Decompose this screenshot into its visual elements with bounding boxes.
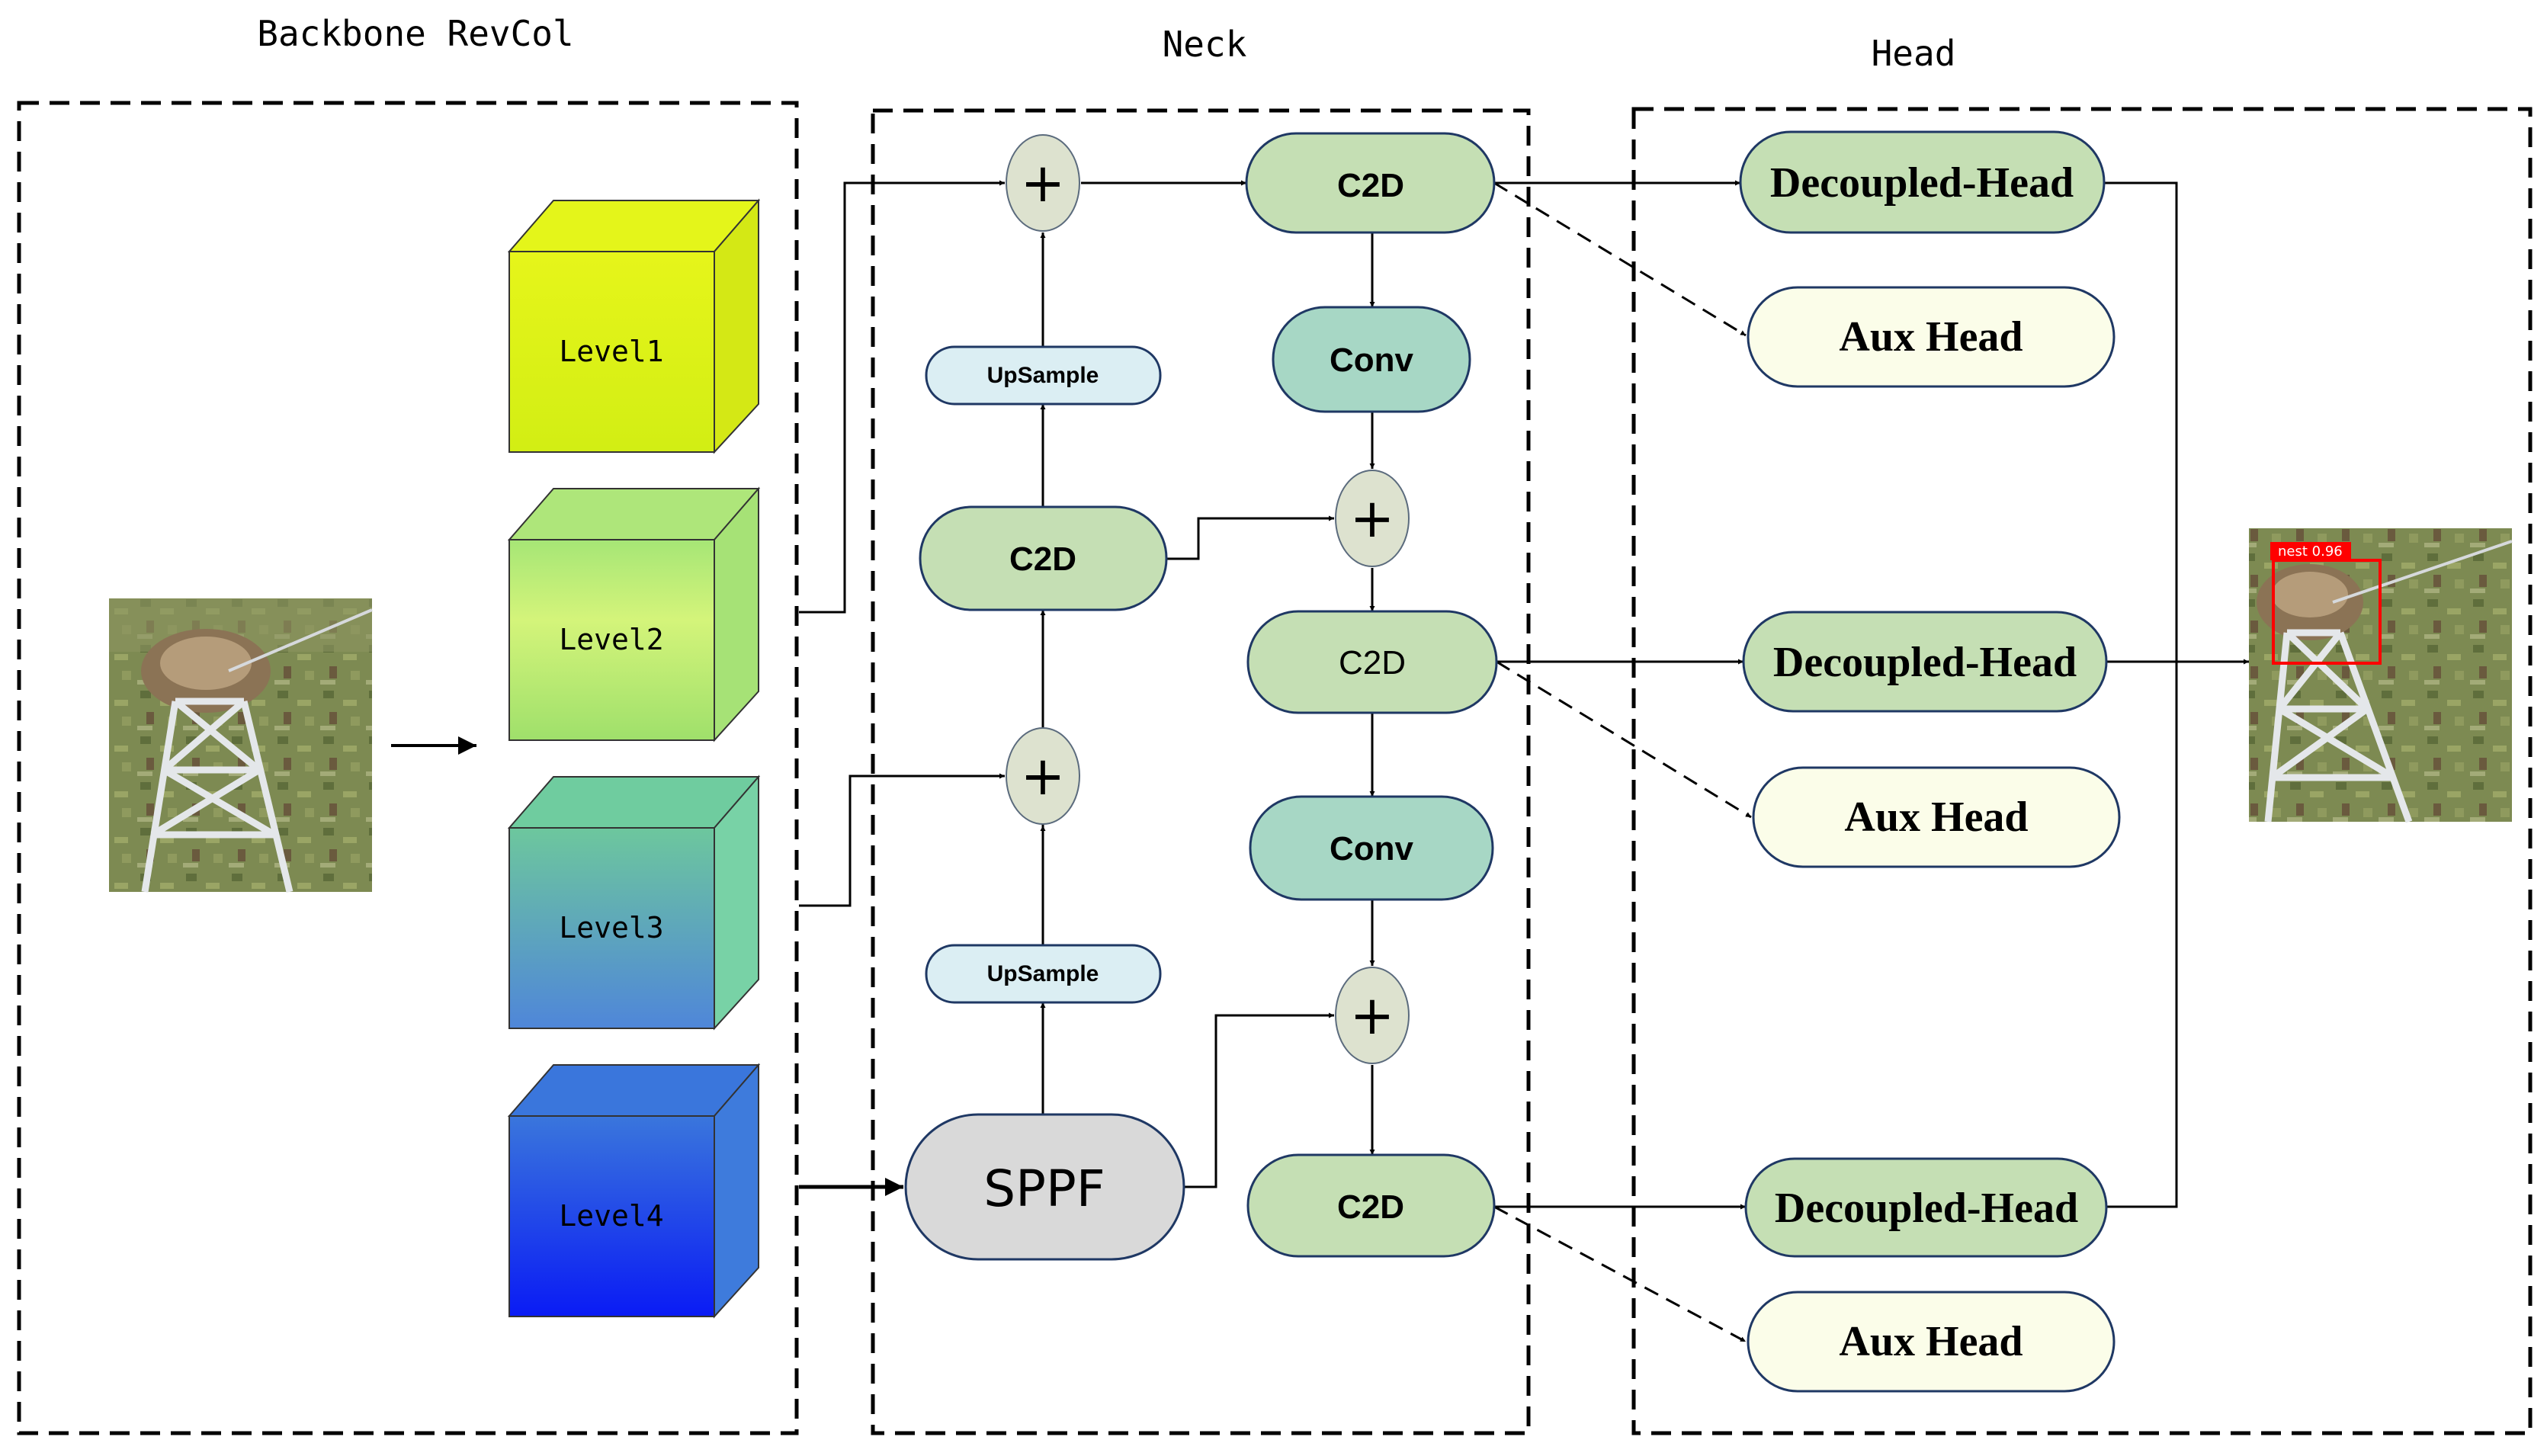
svg-text:+: + bbox=[1021, 152, 1066, 214]
detection-label-bg bbox=[2270, 542, 2351, 560]
line-decoupled1-to-output bbox=[2104, 181, 2178, 1208]
decoupled-head-1: Decoupled-Head bbox=[1739, 130, 2106, 234]
c2d-node-top: C2D bbox=[1245, 132, 1496, 234]
c2d-node-bottom: C2D bbox=[1246, 1153, 1496, 1258]
neck-title: Neck bbox=[1163, 24, 1247, 65]
svg-text:+: + bbox=[1021, 745, 1066, 807]
plus-node-1: + bbox=[1006, 134, 1080, 232]
c2d-node-left: C2D bbox=[919, 505, 1168, 611]
head-frame bbox=[1631, 107, 2533, 1435]
aux-head-1: Aux Head bbox=[1747, 286, 2116, 388]
c2d-node-mid: C2D bbox=[1246, 610, 1498, 714]
level1-cube: Level1 bbox=[507, 198, 761, 454]
c2d-label-top: C2D bbox=[1337, 167, 1404, 204]
neck-frame bbox=[871, 108, 1531, 1435]
level3-cube: Level3 bbox=[507, 775, 761, 1031]
conv-node-2: Conv bbox=[1249, 795, 1494, 901]
output-image: nest 0.96 bbox=[2249, 528, 2513, 823]
plus-node-3: + bbox=[1335, 470, 1410, 567]
arrow-level2-to-plus1 bbox=[799, 180, 1005, 614]
sppf-node: SPPF bbox=[904, 1113, 1185, 1261]
level4-cube: Level4 bbox=[507, 1063, 761, 1319]
upsample-label-1: UpSample bbox=[987, 363, 1099, 388]
sppf-label: SPPF bbox=[983, 1159, 1105, 1218]
backbone-title: Backbone RevCol bbox=[257, 13, 573, 54]
conv-node-1: Conv bbox=[1272, 306, 1471, 413]
arrow-c2d-bottom-to-aux3 bbox=[1493, 1205, 1747, 1343]
arrow-sppf-to-plus4 bbox=[1184, 1012, 1334, 1188]
aux-label-1: Aux Head bbox=[1839, 313, 2023, 361]
c2d-label-left: C2D bbox=[1009, 540, 1076, 578]
head-title: Head bbox=[1872, 33, 1956, 74]
level4-label: Level4 bbox=[559, 1199, 663, 1233]
aux-label-3: Aux Head bbox=[1839, 1318, 2023, 1365]
plus-node-4: + bbox=[1335, 967, 1410, 1064]
level3-label: Level3 bbox=[559, 911, 663, 944]
arrow-c2d-left-to-plus3 bbox=[1166, 515, 1334, 560]
plus-node-2: + bbox=[1006, 727, 1080, 825]
svg-text:+: + bbox=[1350, 487, 1395, 550]
c2d-label-mid: C2D bbox=[1339, 644, 1406, 681]
aux-head-3: Aux Head bbox=[1747, 1291, 2116, 1393]
arrow-level3-to-plus2 bbox=[799, 773, 1005, 907]
upsample-node-2: UpSample bbox=[925, 944, 1162, 1004]
conv-label-1: Conv bbox=[1330, 342, 1414, 379]
arrow-c2d-mid-to-aux2 bbox=[1496, 660, 1752, 819]
decoupled-label-1: Decoupled-Head bbox=[1770, 159, 2074, 207]
svg-text:+: + bbox=[1350, 984, 1395, 1047]
arrow-c2d-top-to-aux1 bbox=[1493, 181, 1747, 337]
decoupled-head-2: Decoupled-Head bbox=[1742, 611, 2108, 713]
detection-label: nest 0.96 bbox=[2278, 544, 2343, 560]
aux-label-2: Aux Head bbox=[1844, 794, 2028, 841]
aux-head-2: Aux Head bbox=[1752, 766, 2121, 868]
upsample-label-2: UpSample bbox=[987, 961, 1099, 986]
level2-label: Level2 bbox=[559, 623, 663, 656]
decoupled-head-3: Decoupled-Head bbox=[1744, 1157, 2108, 1258]
c2d-label-bottom: C2D bbox=[1337, 1188, 1404, 1226]
level2-cube: Level2 bbox=[507, 486, 761, 742]
upsample-node-1: UpSample bbox=[925, 345, 1162, 406]
backbone-frame bbox=[17, 101, 799, 1435]
conv-label-2: Conv bbox=[1330, 830, 1414, 868]
decoupled-label-2: Decoupled-Head bbox=[1773, 639, 2077, 686]
input-image bbox=[109, 598, 373, 893]
decoupled-label-3: Decoupled-Head bbox=[1775, 1185, 2078, 1232]
level1-label: Level1 bbox=[559, 335, 663, 368]
